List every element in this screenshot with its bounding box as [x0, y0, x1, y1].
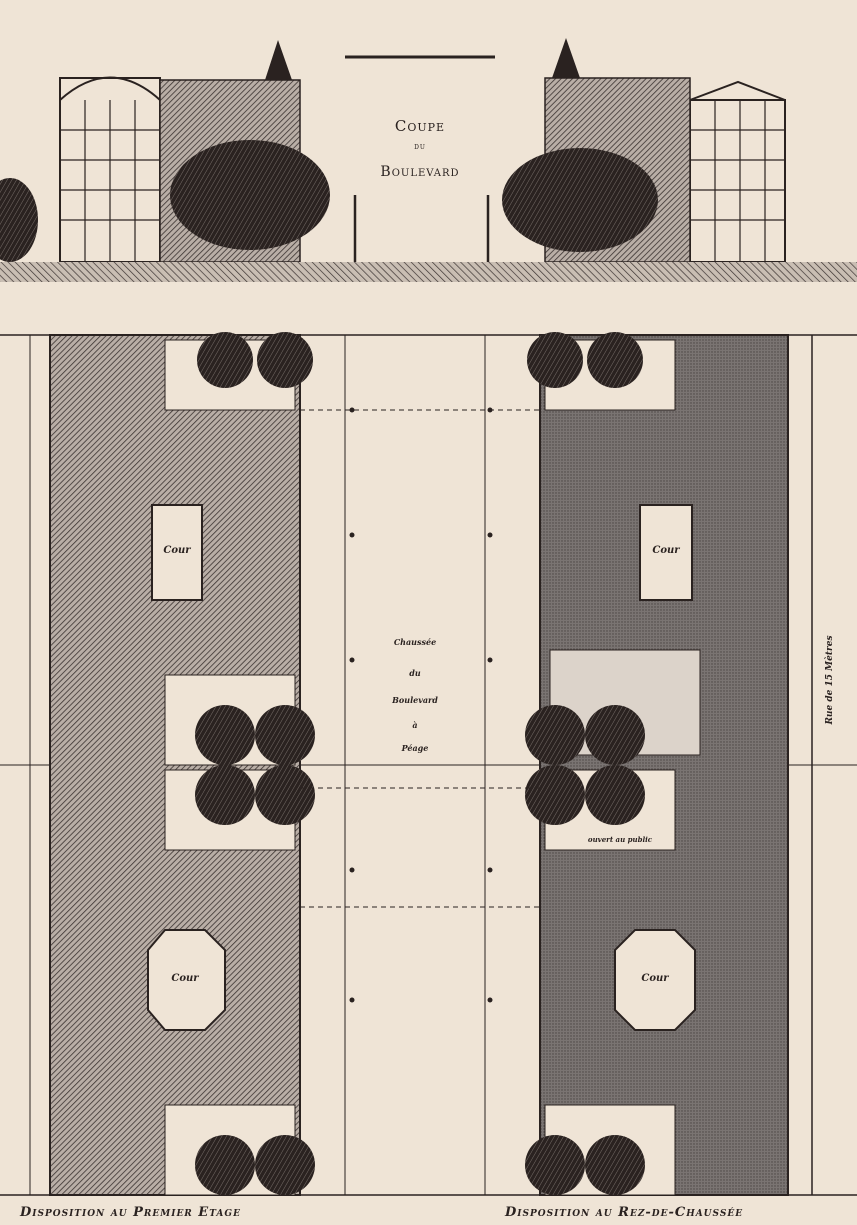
road-label-4: à [412, 720, 418, 730]
section-name: Boulevard [380, 164, 460, 180]
courtyard-label: Cour [652, 545, 680, 556]
boulevard-elevation [0, 38, 857, 282]
road-label-5: Péage [401, 743, 429, 753]
courtyard-label: Cour [641, 973, 669, 984]
side-street-label: Rue de 15 Mètres [825, 635, 835, 725]
first-floor-plan [29, 332, 346, 1196]
courtyard-label: Cour [163, 545, 191, 556]
courtyard-label: Cour [171, 973, 199, 984]
section-of: du [414, 142, 426, 152]
road-label-3: Boulevard [392, 695, 438, 705]
caption-first-floor: Disposition au Premier Etage [20, 1205, 241, 1220]
section-title: Coupe [394, 117, 446, 135]
road-label-1: Chaussée [393, 637, 437, 647]
garden-note: ouvert au public [587, 835, 653, 844]
caption-ground-floor: Disposition au Rez-de-Chaussée [505, 1205, 744, 1220]
ground-floor-plan [484, 332, 813, 1196]
road-label-2: du [409, 668, 421, 678]
